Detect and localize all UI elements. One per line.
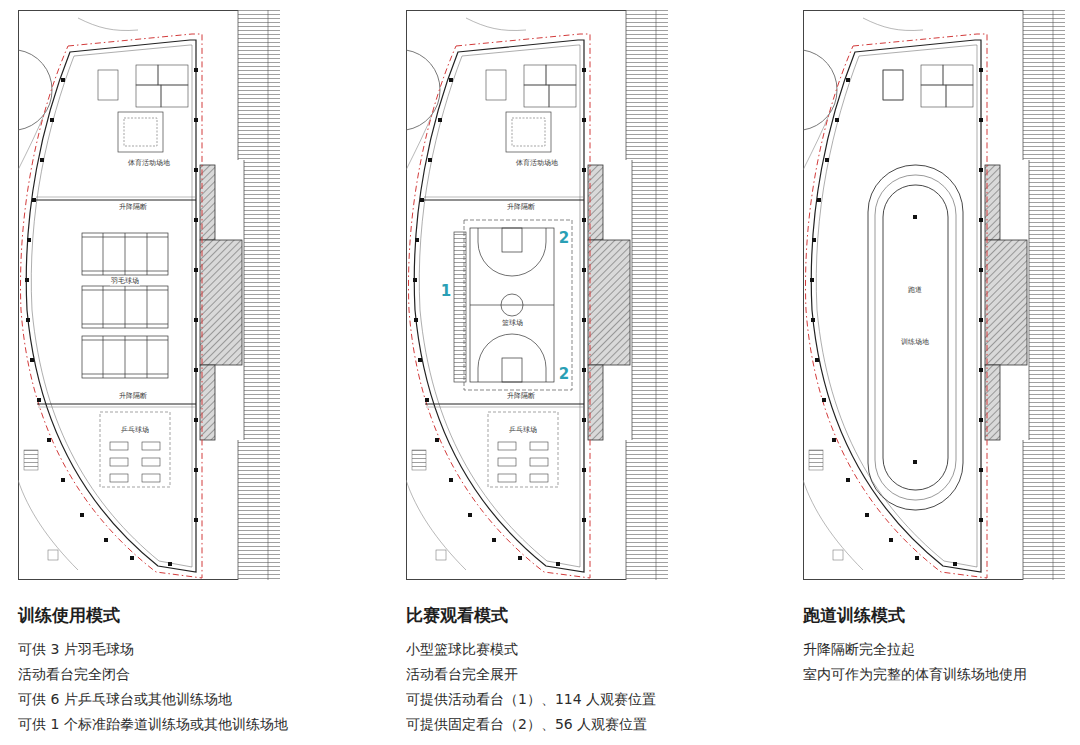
area-label: 升降隔断 [506,392,536,401]
area-label: 升降隔断 [118,392,148,401]
mode-description: 可供 1 个标准跆拳道训练场或其他训练场地 [18,712,388,737]
mode-description: 活动看台完全展开 [406,662,776,687]
area-label: 跑道 [907,286,923,295]
caption-block: 比赛观看模式小型篮球比赛模式活动看台完全展开可提供活动看台（1）、114 人观赛… [406,602,776,737]
mode-description: 可供 6 片乒乓球台或其他训练场地 [18,687,388,712]
area-label: 篮球场 [501,319,524,328]
caption-block: 跑道训练模式升降隔断完全拉起室内可作为完整的体育训练场地使用 [803,602,1073,687]
area-label: 升降隔断 [506,203,536,212]
mode-description: 活动看台完全闭合 [18,662,388,687]
mode-panel: 跑道训练模式升降隔断完全拉起室内可作为完整的体育训练场地使用 [803,10,1073,738]
mode-panel: 训练使用模式可供 3 片羽毛球场活动看台完全闭合可供 6 片乒乓球台或其他训练场… [18,10,388,738]
mode-description: 升降隔断完全拉起 [803,637,1073,662]
mode-description: 可供 3 片羽毛球场 [18,637,388,662]
callout-number: 2 [558,366,570,382]
mode-description: 可提供活动看台（1）、114 人观赛位置 [406,687,776,712]
area-label: 训练场地 [900,338,930,347]
mode-panel: 比赛观看模式小型篮球比赛模式活动看台完全展开可提供活动看台（1）、114 人观赛… [406,10,776,738]
callout-number: 1 [440,283,452,299]
area-label: 羽毛球场 [110,277,140,286]
area-label: 乒乓球场 [508,426,538,435]
mode-heading: 比赛观看模式 [406,602,776,628]
floor-plan [18,10,280,580]
caption-block: 训练使用模式可供 3 片羽毛球场活动看台完全闭合可供 6 片乒乓球台或其他训练场… [18,602,388,737]
mode-heading: 训练使用模式 [18,602,388,628]
area-label: 体育活动场地 [127,159,171,168]
area-label: 体育活动场地 [515,159,559,168]
mode-heading: 跑道训练模式 [803,602,1073,628]
mode-description: 可提供固定看台（2）、56 人观赛位置 [406,712,776,737]
area-label: 升降隔断 [118,203,148,212]
floor-plan [803,10,1065,580]
mode-description: 小型篮球比赛模式 [406,637,776,662]
callout-number: 2 [558,230,570,246]
mode-description: 室内可作为完整的体育训练场地使用 [803,662,1073,687]
area-label: 乒乓球场 [120,426,150,435]
